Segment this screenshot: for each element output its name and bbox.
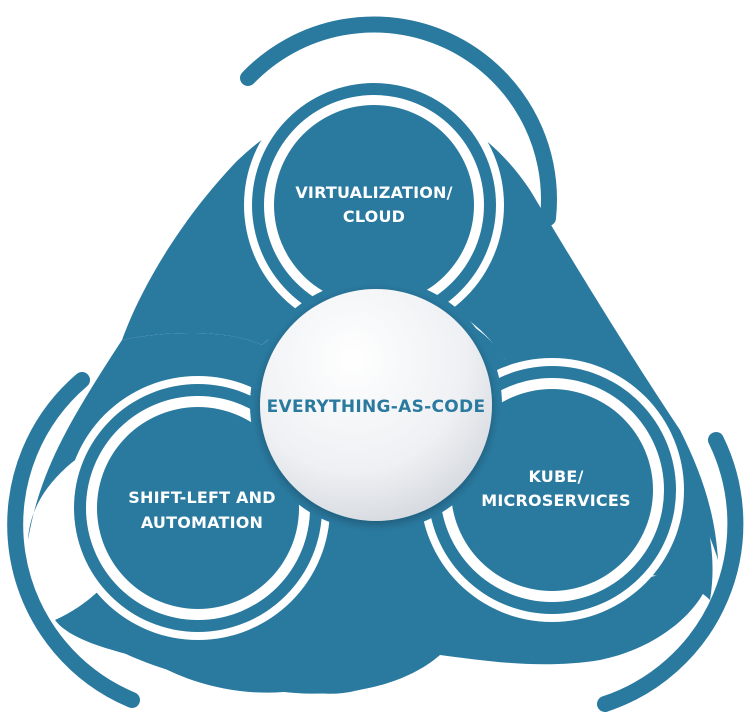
node-virtualization-cloud: VIRTUALIZATION/ CLOUD xyxy=(244,75,504,335)
center-label: EVERYTHING-AS-CODE xyxy=(267,397,486,417)
node-virtualization-label-line1: VIRTUALIZATION/ xyxy=(295,183,452,202)
node-shift-left-label-line1: SHIFT-LEFT AND xyxy=(128,488,275,507)
node-center-everything-as-code: EVERYTHING-AS-CODE xyxy=(250,279,502,531)
background-lower-wing xyxy=(100,520,705,694)
node-shift-left-label-line2: AUTOMATION xyxy=(141,513,263,532)
node-kube-label-line2: MICROSERVICES xyxy=(481,491,630,510)
node-virtualization-label-line2: CLOUD xyxy=(343,207,405,226)
left-outer-arc xyxy=(7,372,140,708)
right-outer-arc xyxy=(597,432,744,712)
node-kube-label-line1: KUBE/ xyxy=(528,467,583,486)
top-outer-arc xyxy=(240,16,557,226)
